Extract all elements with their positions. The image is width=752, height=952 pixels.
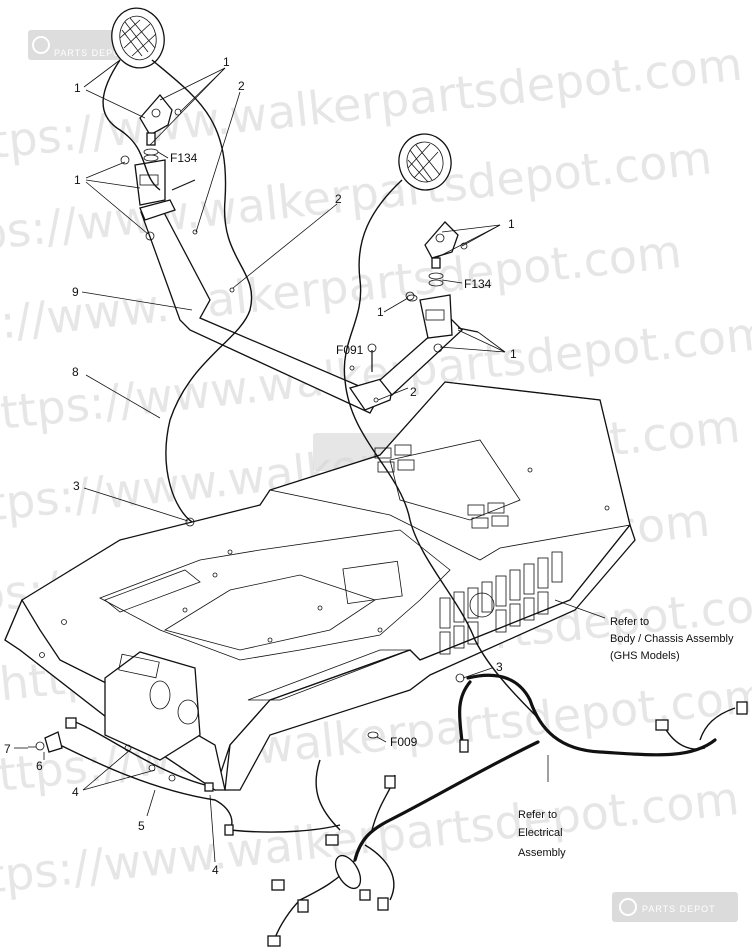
callout-8: 8 (72, 365, 79, 379)
light-wires (102, 59, 541, 721)
electrical-reference-note: Refer to Electrical Assembly (518, 809, 566, 859)
right-nut (406, 294, 418, 302)
callout-3: 3 (73, 479, 80, 493)
callout-1: 1 (74, 81, 81, 95)
f009-fastener (367, 731, 379, 739)
callout-1: 1 (74, 173, 81, 187)
callout-labels: 1 1 1 1 1 1 2 2 2 3 3 4 4 5 6 7 8 9 F134… (4, 55, 517, 877)
callout-1: 1 (508, 217, 515, 231)
callout-1: 1 (377, 305, 384, 319)
callout-f009: F009 (390, 735, 418, 749)
watermark-logo-bottom: PARTS DEPOT (612, 892, 738, 922)
watermark-logo-top: PARTS DEPOT (28, 30, 128, 60)
grommet-lower (455, 673, 465, 683)
callout-5: 5 (138, 819, 145, 833)
body-chassis-reference-note: Refer to Body / Chassis Assembly (GHS Mo… (610, 616, 734, 662)
note-line: Refer to (610, 616, 649, 628)
note-line: Electrical (518, 827, 563, 839)
switch-assembly (28, 731, 63, 753)
callout-2: 2 (410, 385, 417, 399)
badge-text: PARTS DEPOT (54, 48, 128, 58)
callout-f134: F134 (464, 277, 492, 291)
note-line: Body / Chassis Assembly (610, 633, 734, 645)
grommet-upper (185, 517, 195, 527)
light-bar-bracket (139, 199, 463, 414)
callout-f134: F134 (170, 151, 198, 165)
callout-f091: F091 (336, 343, 364, 357)
note-line: (GHS Models) (610, 650, 680, 662)
body-console (4, 381, 636, 792)
callout-1: 1 (223, 55, 230, 69)
left-work-light (111, 7, 196, 241)
main-harness (49, 673, 748, 947)
callout-4: 4 (72, 785, 79, 799)
note-line: Refer to (518, 809, 557, 821)
side-louvers (439, 551, 563, 655)
callout-9: 9 (72, 285, 79, 299)
callout-2: 2 (238, 79, 245, 93)
note-line: Assembly (518, 847, 566, 859)
callout-1: 1 (510, 347, 517, 361)
callout-4: 4 (212, 863, 219, 877)
callout-3: 3 (496, 660, 503, 674)
watermark-row: https://www.walkerpartsdepot.com (0, 771, 741, 909)
badge-text: PARTS DEPOT (642, 904, 716, 914)
callout-7: 7 (4, 742, 11, 756)
front-control-box (104, 651, 201, 761)
callout-2: 2 (335, 192, 342, 206)
callout-6: 6 (36, 759, 43, 773)
leader-lines (14, 59, 606, 863)
